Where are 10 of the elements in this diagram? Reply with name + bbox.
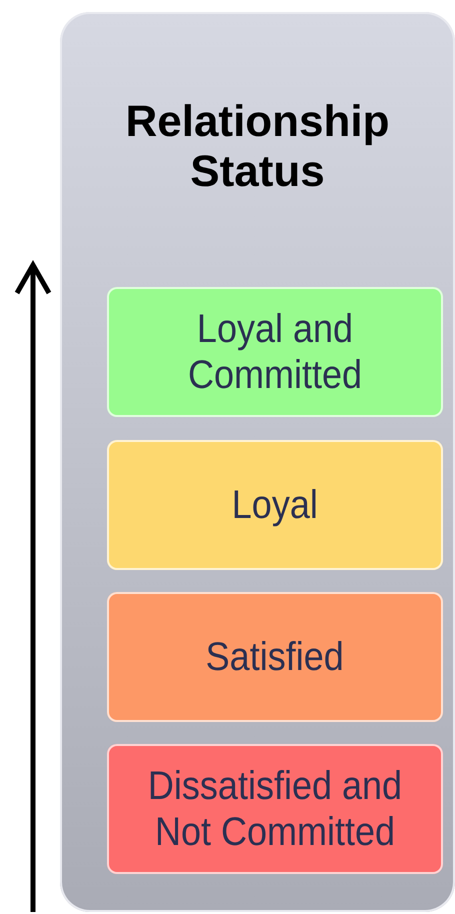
status-box xyxy=(107,592,443,722)
status-label: Loyal xyxy=(232,482,318,528)
panel-title: Relationship Status xyxy=(124,97,391,197)
status-box xyxy=(107,744,443,874)
status-label: Satisfied xyxy=(206,634,344,680)
status-label: Loyal and Committed xyxy=(186,306,364,398)
status-label: Dissatisfied and Not Committed xyxy=(146,763,404,855)
status-box xyxy=(107,440,443,570)
group-panel xyxy=(60,12,455,912)
status-box xyxy=(107,287,443,417)
